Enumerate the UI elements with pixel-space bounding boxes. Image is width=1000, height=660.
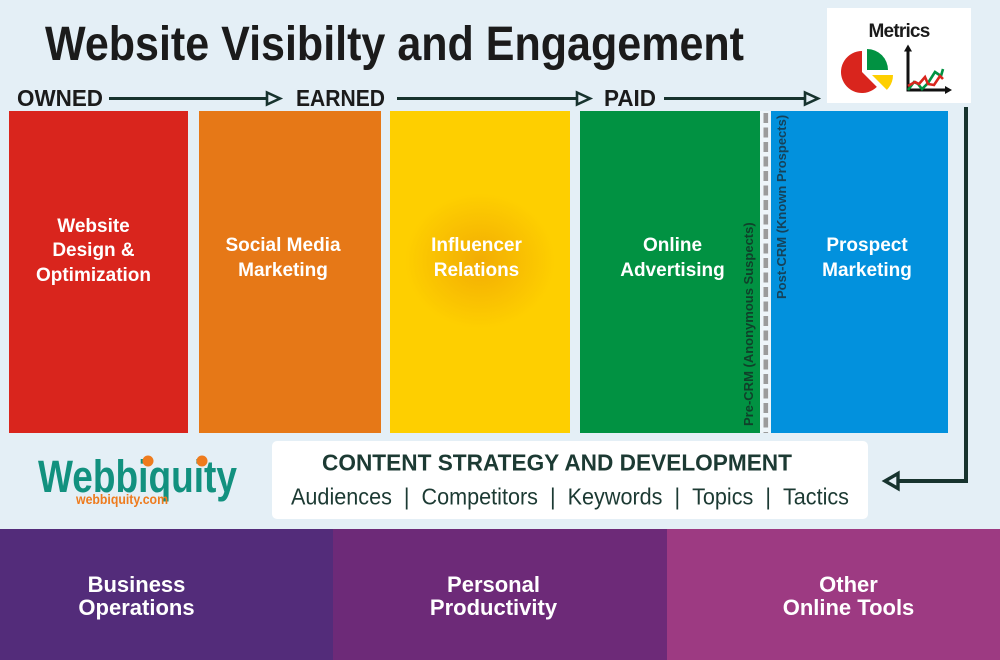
svg-text:PAID: PAID: [604, 85, 656, 111]
svg-text:CONTENT STRATEGY AND DEVELOPME: CONTENT STRATEGY AND DEVELOPMENT: [322, 450, 792, 476]
svg-text:Audiences | Competitors |: Audiences | Competitors | Keywords | Top…: [291, 484, 849, 510]
svg-text:EARNED: EARNED: [296, 85, 385, 111]
svg-text:Website Visibilty and Engageme: Website Visibilty and Engagement: [45, 18, 744, 71]
svg-text:OWNED: OWNED: [17, 85, 103, 111]
svg-text:webbiquity.com: webbiquity.com: [75, 491, 168, 507]
